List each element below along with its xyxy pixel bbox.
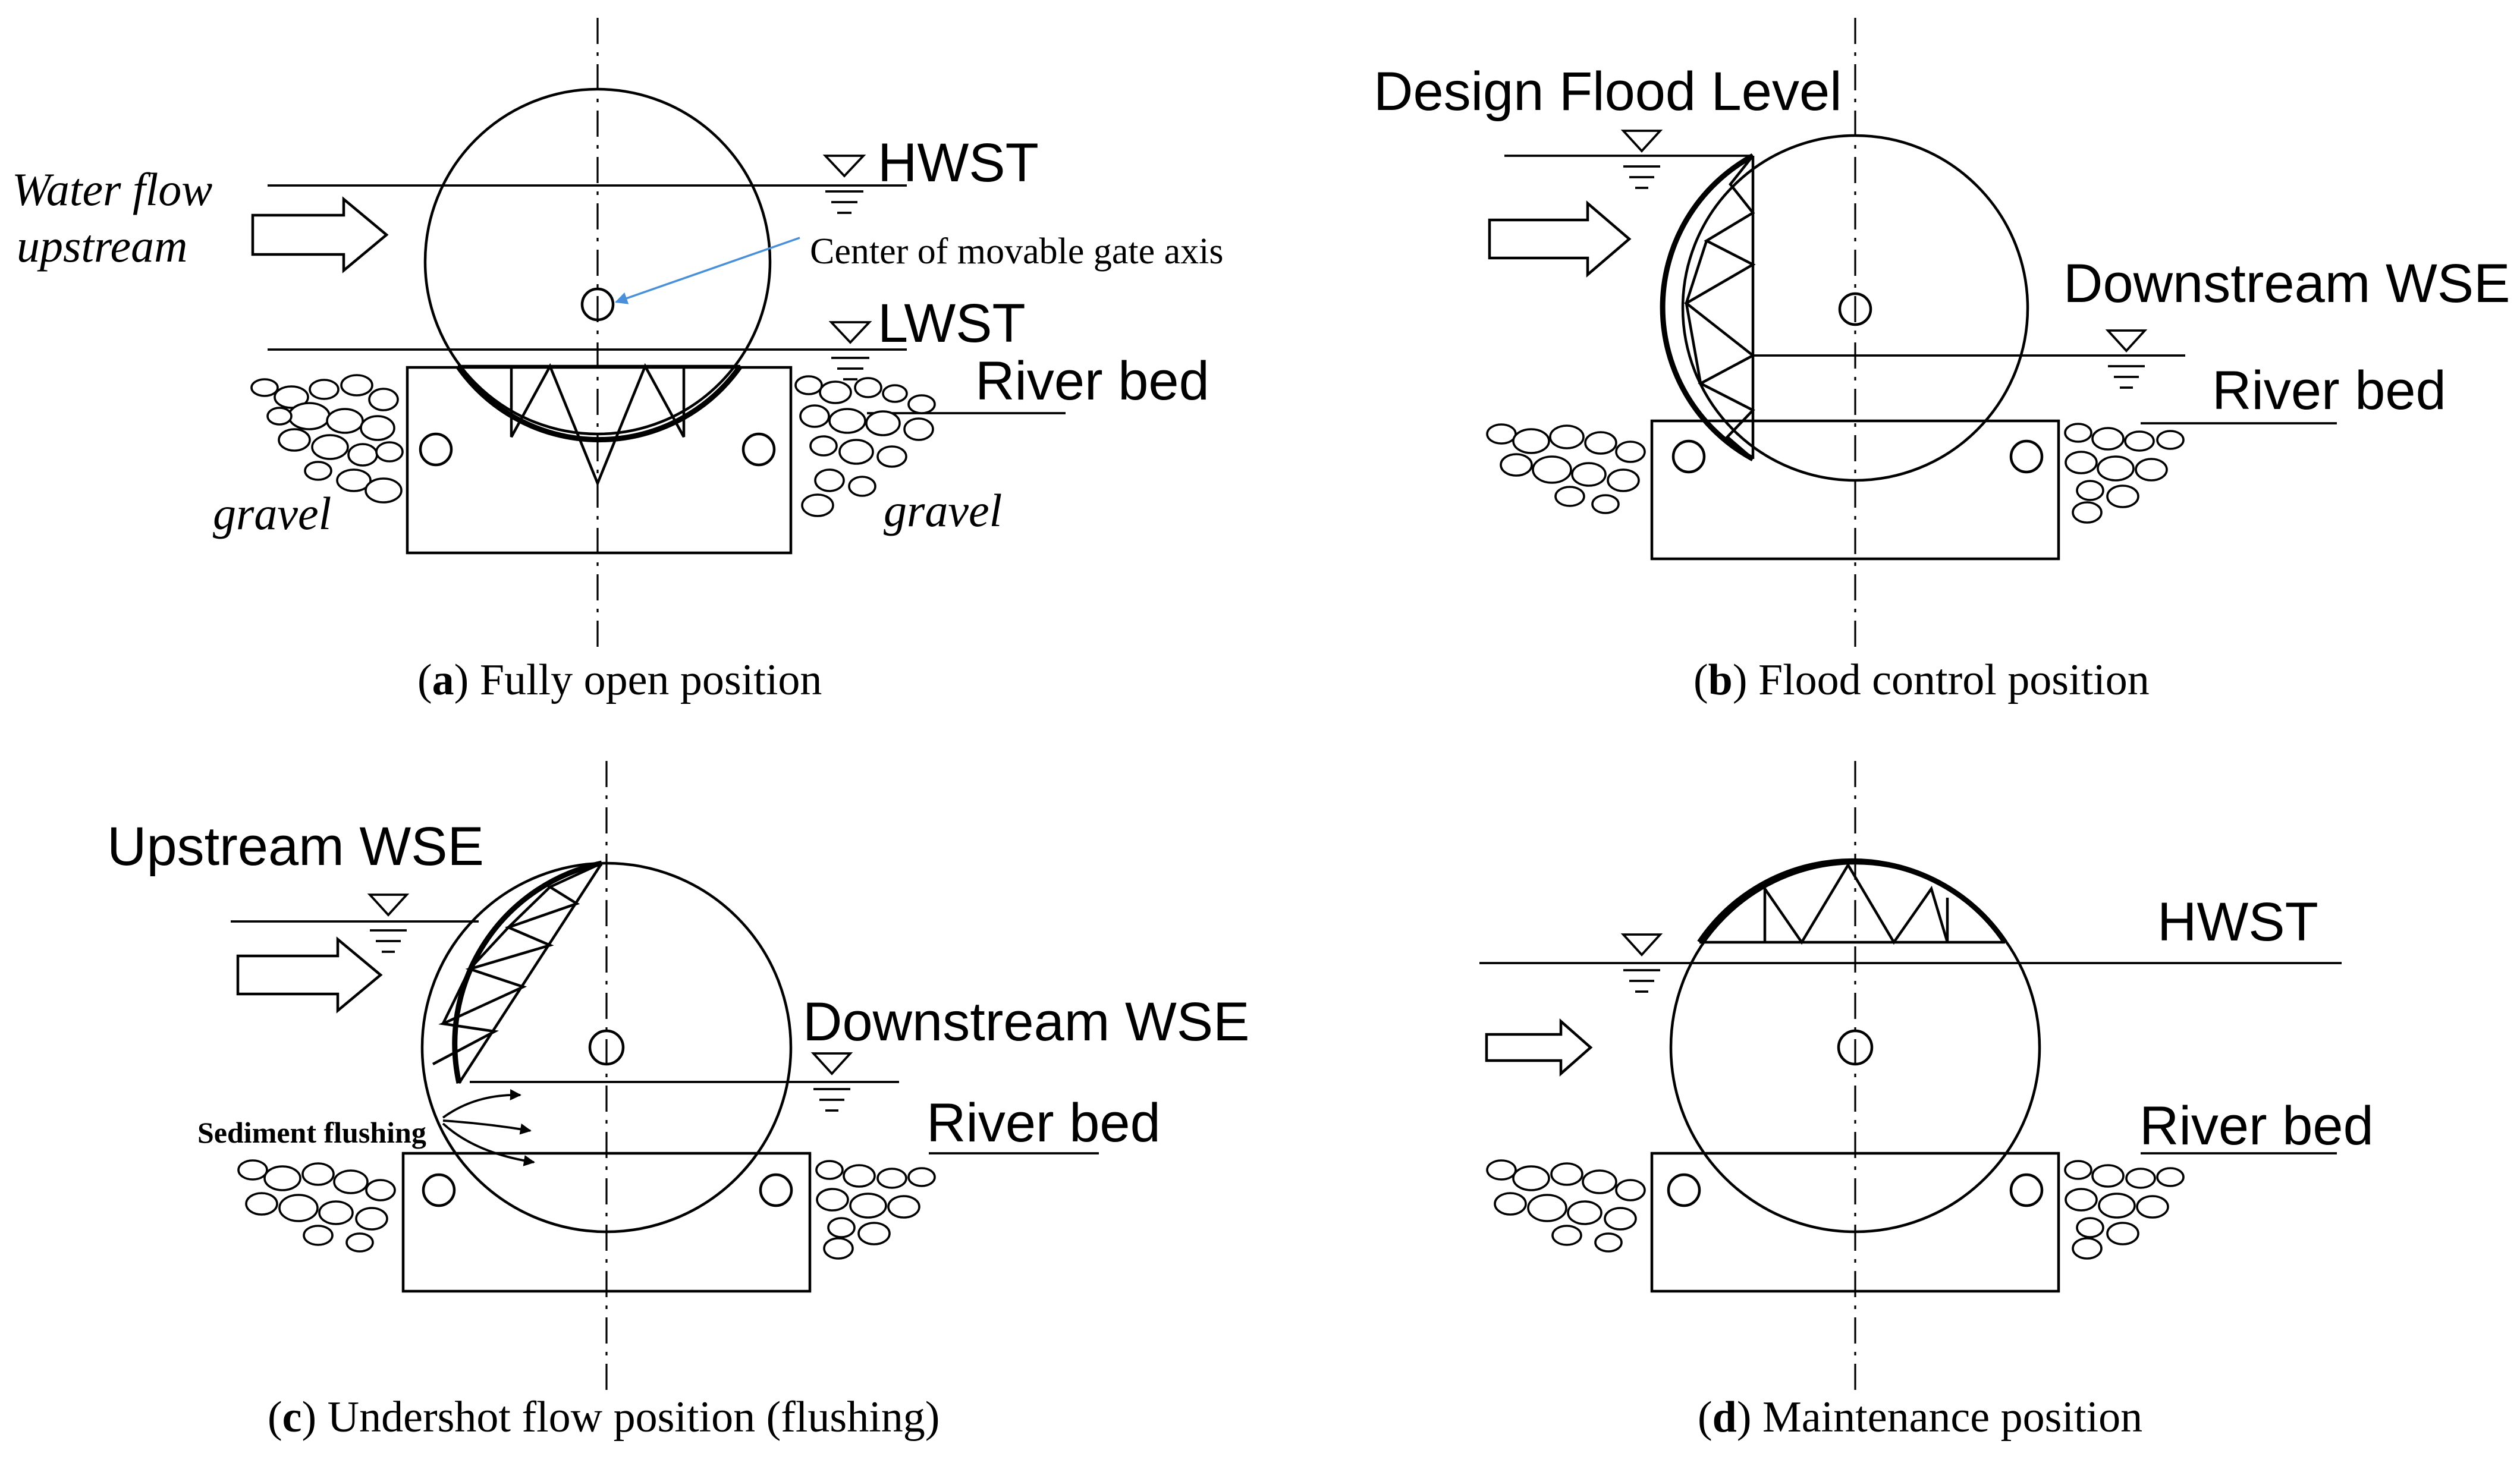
gravel-right-icon: [2064, 423, 2185, 524]
gate-truss: [432, 860, 603, 1084]
gate-circle: [1681, 134, 2029, 482]
hwst-label: HWST: [878, 133, 1039, 193]
support-block: [406, 366, 793, 555]
gate-axis: [1837, 1029, 1874, 1066]
gate-truss: [1660, 153, 1756, 461]
caption-letter: a: [432, 656, 454, 704]
panel-c: Upstream WSE Downstream WSE River bed Se…: [107, 761, 1250, 1442]
flow-arrow-icon: [1485, 1018, 1593, 1077]
sediment-label: Sediment flushing: [197, 1116, 426, 1149]
gate-truss: [1697, 858, 2007, 945]
flow-arrow-icon: [236, 936, 383, 1014]
panel-b: Design Flood Level Downstream WSE River …: [1374, 18, 2510, 704]
caption-b: (b) Flood control position: [1693, 656, 2150, 704]
river-bed-label: River bed: [2212, 360, 2446, 421]
caption-text: Flood control position: [1747, 656, 2149, 704]
river-bed-label: River bed: [2139, 1096, 2374, 1156]
panel-a: HWST LWST River bed Water flow upstream …: [12, 18, 1224, 704]
gate-axis: [1838, 292, 1872, 326]
downstream-label: Downstream WSE: [2063, 253, 2510, 314]
gravel-label-right: gravel: [884, 485, 1002, 536]
gravel-left-icon: [250, 374, 404, 504]
pointer-arrow: [615, 237, 800, 304]
gravel-right-icon: [815, 1160, 936, 1260]
panel-d: HWST River bed: [1479, 761, 2374, 1442]
downstream-label: Downstream WSE: [803, 992, 1250, 1052]
gate-circle: [423, 87, 772, 436]
gravel-label-left: gravel: [213, 487, 331, 539]
flow-arrow-icon: [251, 196, 389, 273]
bearing-right: [741, 432, 776, 467]
bearing-right: [2009, 439, 2044, 474]
water-level-icon: [367, 894, 410, 953]
design-flood-label: Design Flood Level: [1374, 61, 1842, 122]
gravel-left-icon: [237, 1159, 396, 1253]
gravel-left-icon: [1486, 423, 1646, 514]
caption-text: Maintenance position: [1751, 1393, 2142, 1442]
gravel-right-icon: [794, 375, 936, 517]
gate-axis: [588, 1029, 625, 1066]
flow-label-line2: upstream: [17, 220, 187, 272]
caption-text: Fully open position: [469, 656, 822, 704]
river-bed-label: River bed: [926, 1093, 1161, 1153]
bearing-right: [759, 1173, 793, 1207]
water-level-icon: [1620, 933, 1663, 993]
upstream-label: Upstream WSE: [107, 816, 484, 877]
bearing-left: [419, 432, 453, 467]
support-block: [1650, 419, 2060, 561]
bearing-left: [1671, 439, 1706, 474]
flow-arrow-icon: [1488, 200, 1632, 278]
river-bed-label: River bed: [975, 351, 1209, 411]
caption-letter: d: [1713, 1393, 1737, 1442]
gate-axis: [580, 287, 615, 322]
bearing-left: [422, 1173, 456, 1207]
lwst-label: LWST: [878, 293, 1026, 354]
support-block: [1650, 1152, 2060, 1293]
caption-d: (d) Maintenance position: [1698, 1393, 2142, 1442]
water-level-icon: [828, 321, 872, 380]
caption-a: (a) Fully open position: [417, 656, 822, 704]
gate-truss: [455, 363, 743, 487]
water-level-icon: [810, 1052, 853, 1112]
gate-circle: [420, 861, 793, 1234]
hwst-label: HWST: [2157, 892, 2318, 952]
caption-text: Undershot flow position (flushing): [316, 1393, 939, 1442]
gravel-right-icon: [2064, 1160, 2185, 1260]
caption-c: (c) Undershot flow position (flushing): [268, 1393, 939, 1442]
sediment-arrows-icon: [442, 1089, 535, 1166]
caption-letter: c: [282, 1393, 302, 1442]
gravel-left-icon: [1486, 1159, 1646, 1253]
bearing-right: [2009, 1173, 2044, 1207]
water-level-icon: [822, 155, 866, 214]
flow-label-line1: Water flow: [12, 163, 212, 215]
water-level-icon: [2105, 329, 2148, 389]
water-level-icon: [1620, 130, 1663, 189]
center-axis-note: Center of movable gate axis: [810, 231, 1224, 272]
bearing-left: [1667, 1173, 1701, 1207]
support-block: [401, 1152, 812, 1293]
caption-letter: b: [1708, 656, 1733, 704]
